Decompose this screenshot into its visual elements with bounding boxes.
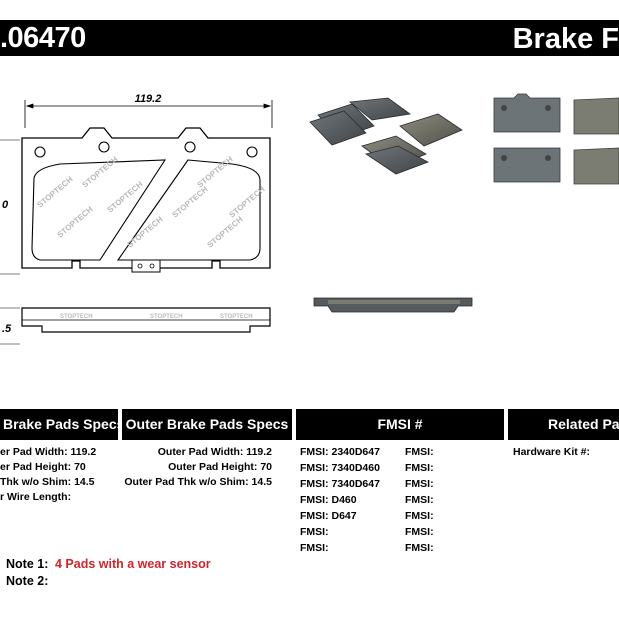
- pad-photo-top-right: [349, 97, 412, 121]
- height-dimension-label: 0: [2, 199, 9, 211]
- fmsi-right-0: FMSI:: [405, 446, 434, 458]
- inner-pad-height: er Pad Height: 70: [0, 461, 86, 473]
- fmsi-left-3: FMSI: D460: [300, 494, 357, 506]
- part-number: .06470: [0, 22, 86, 54]
- thickness-dimension-line: [0, 307, 20, 345]
- height-dimension-line: [0, 139, 20, 275]
- fmsi-right-1: FMSI:: [405, 462, 434, 474]
- product-category-title: Brake F: [512, 23, 619, 55]
- fmsi-right-6: FMSI:: [405, 542, 434, 554]
- flat-pad-backing-bottom: [493, 147, 561, 183]
- mount-hole-center-right: [184, 141, 196, 153]
- width-dimension-label: 119.2: [135, 93, 162, 105]
- outer-pad-thickness: Outer Pad Thk w/o Shim: 14.5: [124, 476, 272, 488]
- fmsi-left-5: FMSI:: [300, 526, 329, 538]
- pads-flat-photo: [493, 93, 619, 185]
- note-2-label: Note 2:: [6, 574, 49, 588]
- svg-text:STOPTECH: STOPTECH: [150, 314, 183, 320]
- fmsi-right-4: FMSI:: [405, 510, 434, 522]
- fmsi-left-1: FMSI: 7340D460: [300, 462, 380, 474]
- flat-pad-backing-top: [493, 93, 561, 133]
- svg-text:STOPTECH: STOPTECH: [220, 314, 253, 320]
- fmsi-header: FMSI #: [296, 409, 504, 440]
- flat-pad-friction-top: [573, 97, 619, 135]
- outer-specs-header: Outer Brake Pads Specs: [122, 409, 292, 440]
- width-dimension-line: [24, 100, 273, 128]
- note-1-text: 4 Pads with a wear sensor: [55, 557, 211, 571]
- pad-photo-bottom-left: [361, 135, 429, 175]
- fmsi-right-2: FMSI:: [405, 478, 434, 490]
- pad-photo-bottom-right: [399, 113, 463, 147]
- title-bar: .06470 Brake F: [0, 20, 619, 56]
- inner-pad-thickness: Thk w/o Shim: 14.5: [0, 476, 95, 488]
- mount-hole-center-left: [98, 141, 110, 153]
- outer-pad-height: Outer Pad Height: 70: [168, 461, 272, 473]
- pad-side-view-drawing: STOPTECH STOPTECH STOPTECH .5: [0, 307, 271, 345]
- outer-pad-width: Outer Pad Width: 119.2: [157, 446, 272, 458]
- pad-side-photo: [313, 297, 473, 313]
- side-logo-watermarks: STOPTECH STOPTECH STOPTECH: [60, 314, 253, 320]
- inner-specs-header: Brake Pads Specs: [0, 409, 118, 440]
- inner-pad-width: er Pad Width: 119.2: [0, 446, 97, 458]
- pad-photo-top-left: [309, 103, 375, 146]
- fmsi-right-5: FMSI:: [405, 526, 434, 538]
- pad-set-photo: [309, 97, 463, 175]
- mount-hole-left: [34, 146, 46, 158]
- svg-text:STOPTECH: STOPTECH: [60, 314, 93, 320]
- thickness-dimension-label: .5: [2, 323, 12, 335]
- fmsi-right-3: FMSI:: [405, 494, 434, 506]
- fmsi-left-6: FMSI:: [300, 542, 329, 554]
- pad-front-view-drawing: 119.2 STOPTECH STOPTECH STOPTECH STOPTEC…: [0, 93, 273, 275]
- hardware-kit-label: Hardware Kit #:: [513, 446, 591, 458]
- fmsi-left-0: FMSI: 2340D647: [300, 446, 380, 458]
- wear-sensor-tab: [131, 259, 161, 273]
- friction-material-right: [116, 159, 261, 261]
- fmsi-left-4: FMSI: D647: [300, 510, 357, 522]
- fmsi-left-2: FMSI: 7340D647: [300, 478, 380, 490]
- flat-pad-friction-bottom: [573, 147, 619, 185]
- related-parts-header: Related Par: [508, 409, 619, 440]
- note-1-label: Note 1:: [6, 557, 49, 571]
- friction-material-left: [31, 159, 167, 261]
- mount-hole-right: [246, 146, 258, 158]
- inner-wear-wire-length: r Wire Length:: [0, 491, 72, 503]
- backing-plate-outline: [21, 127, 271, 269]
